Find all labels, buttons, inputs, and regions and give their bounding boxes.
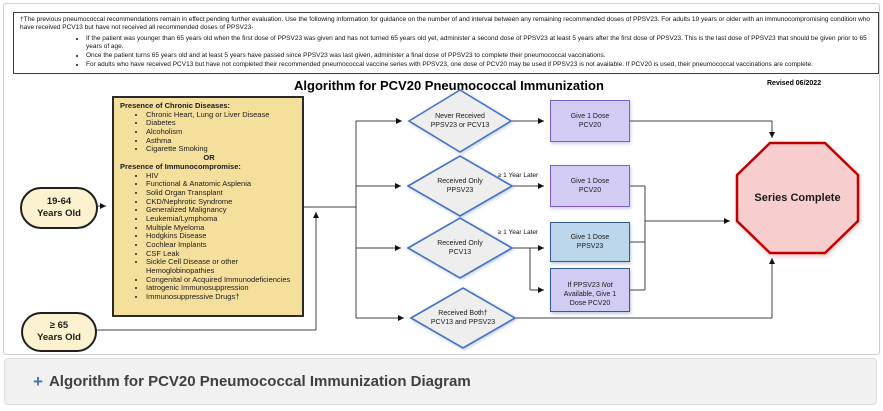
edge-label-1-year-later-2: ≥ 1 Year Later xyxy=(497,229,539,236)
immuno-item: Generalized Malignancy xyxy=(146,206,296,215)
action-ppsv23-not-available: If PPSV23 Not Available, Give 1 Dose PCV… xyxy=(550,268,630,312)
immunocompromise-title: Presence of Immunocompromise: xyxy=(120,161,241,171)
decision-diamond-received-both xyxy=(409,287,517,349)
footnote-bullet: For adults who have received PCV13 but h… xyxy=(86,61,872,69)
immuno-item: Leukemia/Lymphoma xyxy=(146,214,296,224)
immuno-item: Cochlear Implants xyxy=(146,240,296,250)
action-ppsv23-not-available-pre: If PPSV23 xyxy=(567,281,600,289)
footnote-bullet: Once the patient turns 65 years old and … xyxy=(86,52,872,60)
immuno-item: Congenital or Acquired Immunodeficiencie… xyxy=(146,275,296,285)
immuno-item: Sickle Cell Disease or other Hemoglobino… xyxy=(146,257,296,275)
chronic-item: Cigarette Smoking xyxy=(146,145,296,154)
start-node-65-plus: ≥ 65 Years Old xyxy=(21,312,97,352)
footnote-bullet: If the patient was younger than 65 years… xyxy=(86,35,872,51)
connectors xyxy=(93,118,775,331)
action-ppsv23-not-available-italic: Not xyxy=(599,281,613,289)
decision-diamond-never-received xyxy=(407,89,513,153)
immuno-item: HIV xyxy=(146,171,296,181)
end-node-octagon xyxy=(735,141,860,255)
chronic-item: Diabetes xyxy=(146,119,296,128)
immuno-item: Multiple Myeloma xyxy=(146,223,296,233)
chronic-diseases-list: Chronic Heart, Lung or Liver Disease Dia… xyxy=(120,110,296,154)
chronic-diseases-title: Presence of Chronic Diseases: xyxy=(120,101,231,110)
chronic-item: Chronic Heart, Lung or Liver Disease xyxy=(146,110,296,120)
chronic-item: Alcoholism xyxy=(146,127,296,137)
action-give-pcv20-2: Give 1 Dose PCV20 xyxy=(550,165,630,207)
immuno-item: Iatrogenic Immunosuppression xyxy=(146,284,296,293)
immuno-item: Hodgkins Disease xyxy=(146,232,296,241)
page-title: Algorithm for PCV20 Pneumococcal Immuniz… xyxy=(294,78,604,93)
action-ppsv23-not-available-post: Available, Give 1 Dose PCV20 xyxy=(563,291,617,308)
immuno-item: Solid Organ Transplant xyxy=(146,188,296,198)
action-give-ppsv23: Give 1 Dose PPSV23 xyxy=(550,222,630,262)
accordion-label: Algorithm for PCV20 Pneumococcal Immuniz… xyxy=(48,373,471,390)
immuno-item: Functional & Anatomic Asplenia xyxy=(146,179,296,189)
footnote-box: †The previous pneumococcal recommendatio… xyxy=(13,12,879,74)
action-give-pcv20-1: Give 1 Dose PCV20 xyxy=(550,100,630,142)
decision-diamond-received-only-pcv13 xyxy=(406,217,514,279)
chronic-item: Asthma xyxy=(146,136,296,146)
footnote-bullet-list: If the patient was younger than 65 years… xyxy=(20,35,872,70)
footnote-intro: †The previous pneumococcal recommendatio… xyxy=(20,16,871,32)
immuno-item: CKD/Nephrotic Syndrome xyxy=(146,197,296,207)
or-label: OR xyxy=(203,153,215,163)
flow-diagram-layer xyxy=(93,89,860,349)
decision-diamond-received-only-ppsv23 xyxy=(406,155,514,217)
start-node-19-64: 19-64 Years Old xyxy=(20,187,98,229)
edge-label-1-year-later-1: ≥ 1 Year Later xyxy=(497,172,539,179)
plus-icon: + xyxy=(33,371,43,391)
accordion-header[interactable]: + Algorithm for PCV20 Pneumococcal Immun… xyxy=(4,358,877,405)
revised-date: Revised 06/2022 xyxy=(767,80,822,87)
condition-box: Presence of Chronic Diseases: Chronic He… xyxy=(112,96,304,317)
immuno-item: CSF Leak xyxy=(146,249,296,259)
immuno-item: Immunosuppressive Drugs† xyxy=(146,292,296,302)
immunocompromise-list: HIV Functional & Anatomic Asplenia Solid… xyxy=(120,171,296,302)
